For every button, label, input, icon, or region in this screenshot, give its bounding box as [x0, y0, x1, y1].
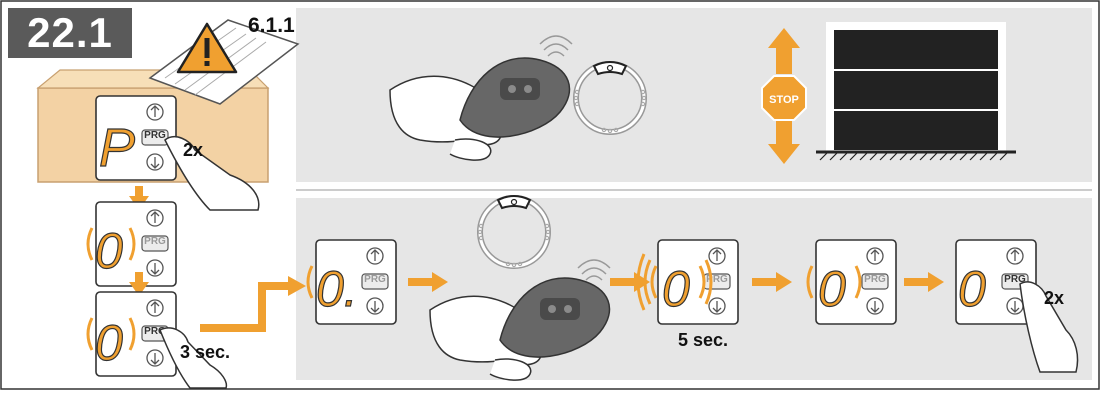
prg-label-6: PRG [864, 274, 886, 285]
press-twice-label: 2x [183, 140, 203, 161]
reference-label: 6.1.1 [248, 14, 295, 38]
display-program: P [99, 118, 135, 178]
display-zero-hold: 0 [95, 315, 123, 371]
display-zero-blink: 0 [95, 223, 123, 279]
display-zero-5s: 0 [662, 261, 690, 317]
prg-label-4: PRG [364, 274, 386, 285]
press-twice-final-label: 2x [1044, 288, 1064, 309]
step-number-badge: 22.1 [8, 8, 132, 58]
prg-label-2: PRG [144, 236, 166, 247]
display-zero-dot: 0. [316, 261, 358, 317]
stop-sign-label: STOP [769, 94, 799, 106]
garage-door-icon [816, 22, 1016, 160]
prg-label-1: PRG [144, 130, 166, 141]
display-zero-final: 0 [958, 261, 986, 317]
hold-three-seconds-label: 3 sec. [180, 342, 230, 363]
wait-five-seconds-label: 5 sec. [678, 330, 728, 351]
display-zero-b: 0 [818, 261, 846, 317]
